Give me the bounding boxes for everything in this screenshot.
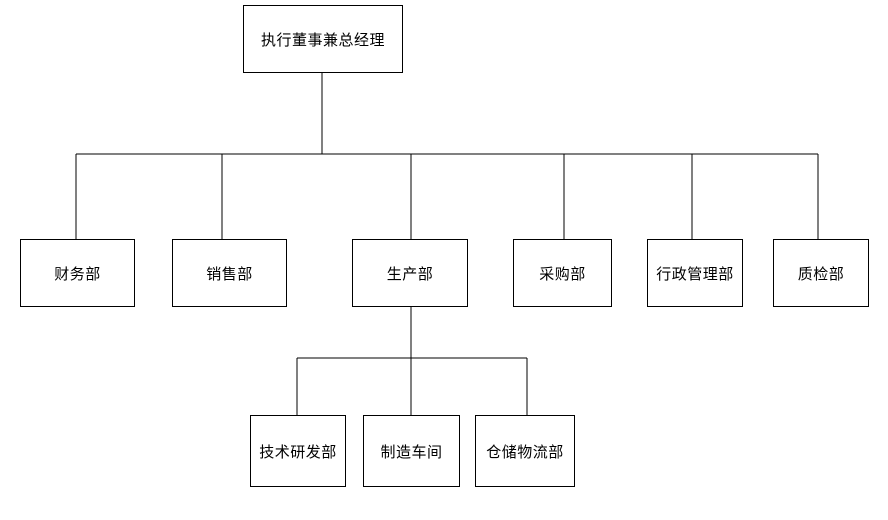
org-node-sales-dept: 销售部: [172, 239, 287, 307]
org-node-label: 制造车间: [380, 443, 443, 461]
org-node-label: 技术研发部: [259, 443, 337, 461]
org-node-rnd-dept: 技术研发部: [250, 415, 346, 487]
org-node-general-manager: 执行董事兼总经理: [243, 5, 403, 73]
org-node-quality-dept: 质检部: [773, 239, 869, 307]
org-node-production-dept: 生产部: [352, 239, 468, 307]
org-node-admin-dept: 行政管理部: [647, 239, 743, 307]
org-node-logistics-dept: 仓储物流部: [475, 415, 575, 487]
org-node-label: 行政管理部: [656, 265, 734, 283]
org-node-label: 仓储物流部: [486, 443, 564, 461]
org-node-label: 销售部: [206, 265, 253, 283]
org-node-label: 采购部: [539, 265, 586, 283]
org-node-purchasing-dept: 采购部: [513, 239, 612, 307]
org-node-finance-dept: 财务部: [20, 239, 135, 307]
org-node-label: 质检部: [797, 265, 845, 283]
org-node-label: 财务部: [54, 265, 101, 283]
org-node-label: 生产部: [386, 265, 434, 283]
org-node-workshop: 制造车间: [363, 415, 460, 487]
org-node-label: 执行董事兼总经理: [260, 31, 385, 49]
